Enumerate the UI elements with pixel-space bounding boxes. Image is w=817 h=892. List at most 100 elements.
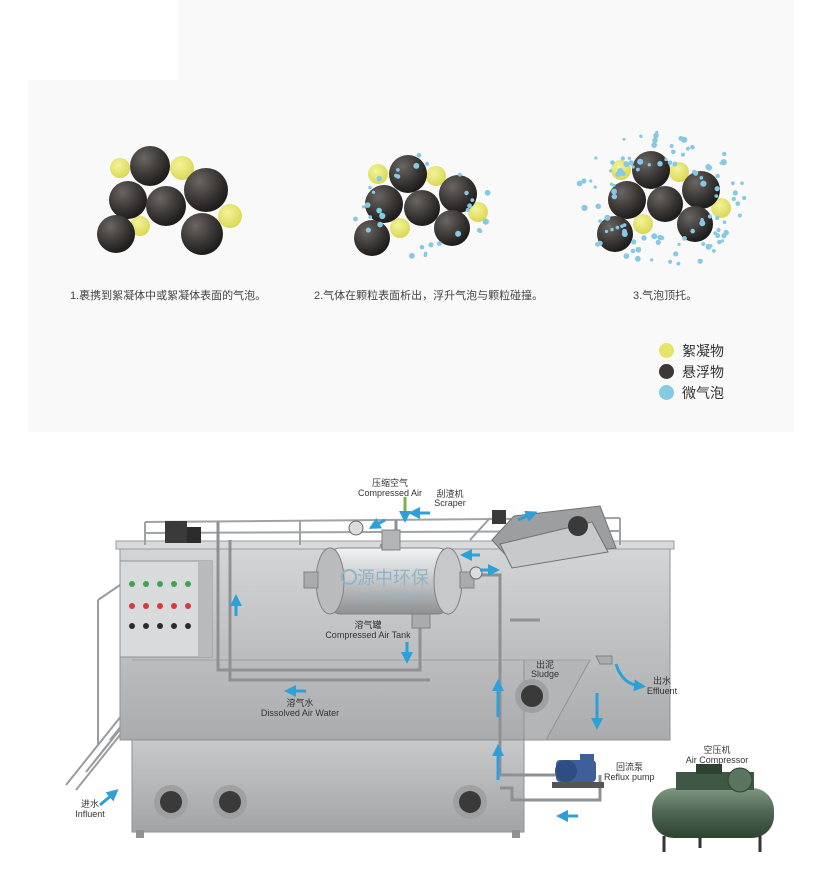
bubble-dot-icon (659, 385, 674, 400)
indicator-light (185, 603, 191, 609)
micro-bubble (581, 178, 587, 184)
micro-bubble (720, 239, 725, 243)
indicator-light (185, 581, 191, 587)
micro-bubble (630, 248, 636, 254)
micro-bubble (416, 152, 422, 158)
micro-bubble (623, 253, 630, 259)
porthole-opening (160, 791, 182, 813)
micro-bubble (593, 185, 597, 189)
micro-bubble (680, 152, 686, 157)
compressed-air-label-cn: 压缩空气 (372, 477, 408, 488)
micro-bubble (677, 242, 681, 246)
micro-bubble (455, 230, 462, 237)
micro-bubble (576, 180, 583, 187)
air-tank-label-cn: 溶气罐 (354, 619, 381, 630)
suspended-particle (184, 168, 228, 212)
micro-bubble (379, 212, 386, 220)
micro-bubble (657, 234, 663, 241)
micro-bubble (705, 164, 712, 170)
suspended-particle (608, 181, 646, 219)
micro-bubble (594, 156, 598, 160)
brand-cn: 源中环保 (357, 568, 429, 588)
micro-bubble (612, 183, 616, 187)
micro-bubble (482, 218, 489, 225)
micro-bubble (664, 157, 668, 162)
suspended-particle (439, 175, 477, 213)
porthole-opening (521, 685, 543, 707)
suspended-particle (97, 215, 135, 253)
indicator-light (157, 623, 163, 629)
micro-bubble (610, 227, 614, 232)
micro-bubble (669, 144, 674, 148)
micro-bubble (697, 258, 703, 264)
micro-bubble (631, 165, 635, 169)
suspended-particle (365, 185, 403, 223)
sludge-label-cn: 出泥 (536, 659, 554, 670)
micro-bubble (717, 239, 722, 245)
flow-arrows (99, 497, 646, 822)
micro-bubble (598, 219, 602, 223)
micro-bubble (361, 205, 366, 209)
micro-bubble (615, 225, 620, 230)
legend-label: 微气泡 (682, 384, 724, 401)
dissolved-water-label-en: Dissolved Air Water (261, 708, 339, 718)
air-compressor (652, 764, 774, 852)
micro-bubble (676, 261, 681, 266)
legend: 絮凝物 悬浮物 微气泡 (659, 340, 724, 403)
micro-bubble (668, 259, 673, 264)
reflux-pump (552, 754, 604, 788)
micro-bubble (715, 216, 720, 220)
micro-bubble (651, 233, 658, 240)
stage-2-cluster (353, 152, 491, 259)
indicator-light (157, 581, 163, 587)
influent-label-en: Influent (75, 809, 105, 819)
floc-particle (390, 218, 410, 238)
micro-bubble (620, 156, 625, 161)
micro-bubble (641, 235, 647, 241)
porthole-opening (459, 791, 481, 813)
brand-logo-icon (341, 569, 357, 585)
micro-bubble (376, 176, 382, 182)
air-tank-label-en: Compressed Air Tank (325, 630, 411, 640)
micro-bubble (715, 173, 720, 179)
micro-bubble (700, 180, 707, 187)
micro-bubble (409, 252, 415, 259)
indicator-light (143, 603, 149, 609)
micro-bubble (715, 233, 721, 239)
indicator-light (129, 581, 135, 587)
micro-bubble (690, 228, 695, 234)
micro-bubble (651, 142, 658, 149)
scraper-label-cn: 刮渣机 (436, 488, 463, 499)
suspended-particle (181, 213, 223, 255)
micro-bubble (701, 242, 706, 246)
micro-bubble (635, 246, 642, 253)
compressed-air-label-en: Compressed Air (358, 488, 422, 498)
micro-bubble (634, 255, 641, 262)
micro-bubble (737, 213, 742, 218)
micro-bubble (353, 216, 358, 222)
micro-bubble (615, 171, 621, 177)
suspended-particle (109, 181, 147, 219)
suspended-particle (434, 210, 470, 246)
air-compressor-label-en: Air Compressor (686, 755, 749, 765)
micro-bubble (478, 229, 483, 234)
reflux-pump-label-cn: 回流泵 (616, 761, 643, 772)
micro-bubble (413, 162, 420, 169)
effluent-label-en: Effluent (647, 686, 678, 696)
micro-bubble (740, 181, 744, 185)
micro-bubble (714, 186, 720, 192)
micro-bubble (671, 149, 676, 155)
suspended-particle (389, 155, 427, 193)
scraper (469, 505, 617, 569)
micro-bubble (365, 227, 371, 233)
micro-bubble (655, 130, 659, 134)
micro-bubble (681, 136, 688, 143)
micro-bubble (647, 163, 651, 167)
sludge-label-en: Sludge (531, 669, 559, 679)
legend-label: 絮凝物 (682, 342, 724, 359)
floc-dot-icon (659, 343, 674, 358)
indicator-light (129, 603, 135, 609)
suspended-dot-icon (659, 364, 674, 379)
micro-bubble (699, 220, 706, 227)
